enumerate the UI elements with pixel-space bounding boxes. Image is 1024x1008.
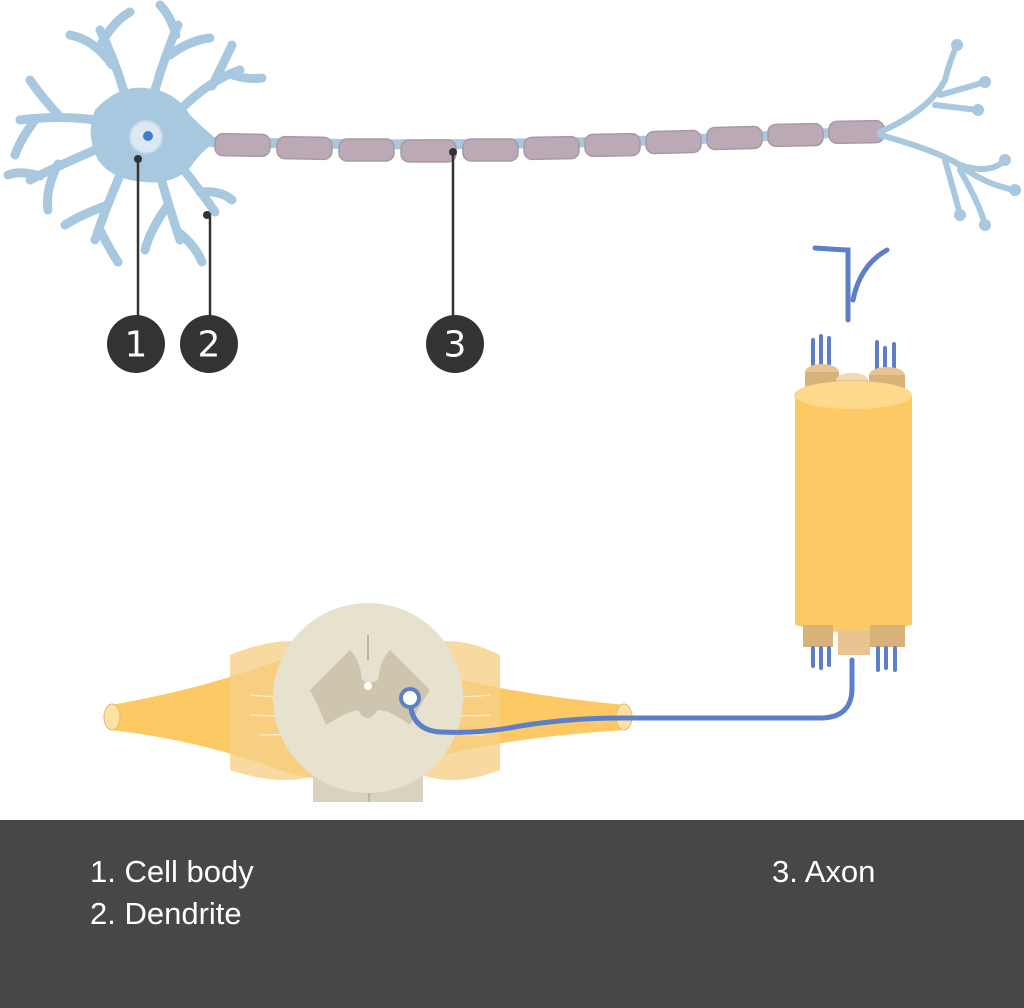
marker-1: 1 (107, 315, 165, 373)
axon-terminals (877, 42, 1018, 228)
terminal-buttons (951, 39, 1021, 231)
legend-item-dendrite: 2. Dendrite (90, 896, 242, 931)
leader-dots (134, 148, 457, 219)
neuron (3, 0, 1021, 267)
nerve-bundle (794, 245, 912, 672)
axon-path (407, 657, 855, 735)
legend-panel: 1. Cell body 2. Dendrite 3. Axon (0, 820, 1024, 1008)
myelin-sheath (214, 119, 885, 163)
spinal-cord (103, 603, 633, 802)
axon-path-origin (399, 687, 421, 709)
marker-2: 2 (180, 315, 238, 373)
nucleolus (143, 131, 153, 141)
neuron-diagram: 1 2 3 (3, 0, 1021, 802)
legend-item-axon: 3. Axon (772, 854, 876, 889)
marker-2-label: 2 (198, 325, 221, 366)
legend-item-cell-body: 1. Cell body (90, 854, 254, 889)
marker-3-label: 3 (444, 325, 467, 366)
marker-1-label: 1 (125, 325, 148, 366)
dendrites (3, 0, 267, 267)
fibers-bottom (811, 646, 897, 672)
marker-3: 3 (426, 315, 484, 373)
